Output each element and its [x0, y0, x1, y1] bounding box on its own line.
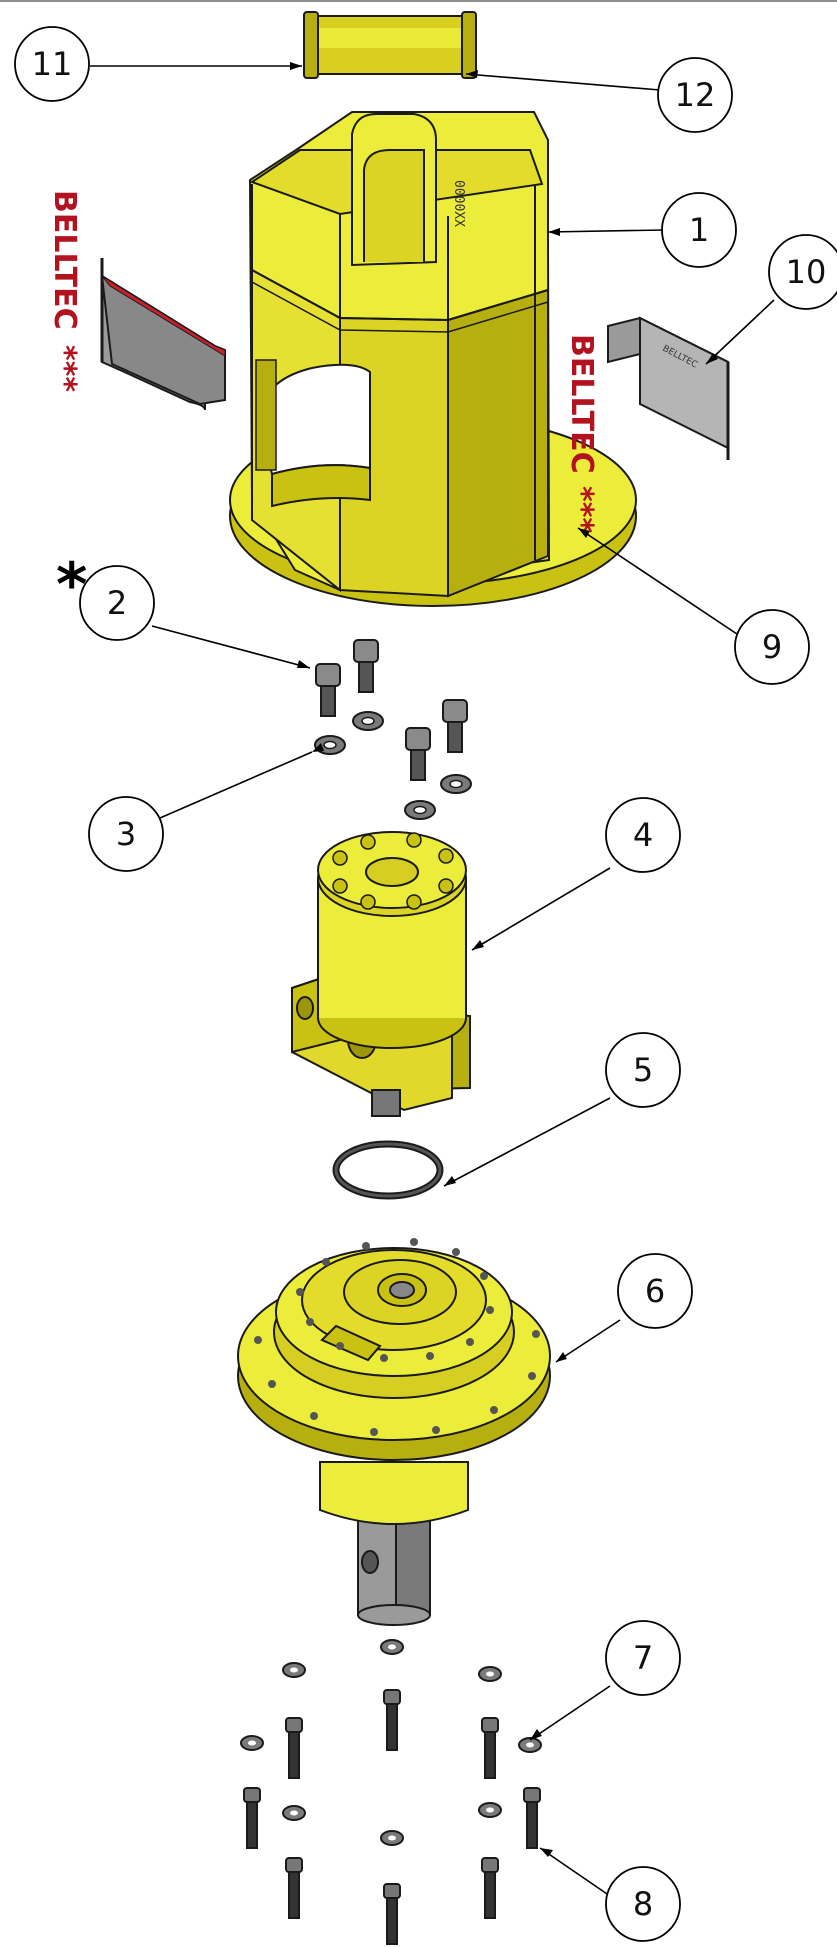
leader-8	[539, 1847, 611, 1897]
brand-decal-left-text: BELLTEC	[47, 190, 82, 330]
gear-reducer	[237, 1238, 551, 1626]
callout-circle-2	[79, 565, 155, 641]
leader-9	[577, 527, 741, 637]
leader-5	[443, 1097, 611, 1187]
callout-circle-3	[88, 796, 164, 872]
callout-circle-12	[657, 57, 733, 133]
callout-11: 11	[14, 26, 90, 102]
callout-bubbles: 11 12 1 10 2 9 3 4 5 6 7 8	[14, 26, 837, 1942]
leader-7	[529, 1685, 611, 1741]
callout-circle-6	[617, 1253, 693, 1329]
side-plate-right: BELLTEC	[607, 316, 730, 460]
callout-number-7: 7	[633, 1639, 653, 1677]
callout-8: 8	[605, 1866, 681, 1942]
callout-circle-8	[605, 1866, 681, 1942]
leader-arrowheads	[290, 62, 718, 1857]
housing-part: 0000XX	[229, 111, 637, 607]
callout-number-1: 1	[689, 211, 709, 249]
callout-number-3: 3	[116, 815, 136, 853]
leader-1	[547, 229, 665, 233]
hydraulic-motor	[291, 831, 471, 1117]
callout-circle-11	[14, 26, 90, 102]
side-plate-left	[100, 258, 226, 411]
leader-3	[159, 751, 313, 819]
o-ring	[332, 1140, 444, 1200]
callout-number-2: 2	[107, 584, 127, 622]
leader-6	[555, 1319, 621, 1363]
callout-3: 3	[88, 796, 164, 872]
bottom-washers	[240, 1639, 542, 1846]
callout-number-4: 4	[633, 816, 653, 854]
leader-12	[465, 73, 661, 91]
brand-decal-left: BELLTEC ***	[47, 190, 82, 392]
housing-serial-mark: 0000XX	[451, 180, 466, 227]
brand-decal-left-emblem: ***	[47, 345, 82, 392]
leader-2	[151, 625, 311, 669]
callout-circle-4	[605, 797, 681, 873]
callout-1: 1	[661, 192, 737, 268]
callout-number-8: 8	[633, 1885, 653, 1923]
callout-2: 2	[79, 565, 155, 641]
callout-number-9: 9	[762, 628, 782, 666]
callout-number-11: 11	[32, 45, 73, 83]
brand-decal-right-text: BELLTEC	[564, 334, 599, 474]
brand-decal-right-emblem: ***	[564, 486, 599, 533]
callout-circle-7	[605, 1620, 681, 1696]
asterisk-note-mark: *	[56, 550, 87, 620]
leader-10	[705, 299, 775, 365]
callout-number-10: 10	[786, 253, 827, 291]
leader-lines	[90, 65, 775, 1897]
brand-decal-right: BELLTEC ***	[564, 334, 599, 533]
callout-5: 5	[605, 1032, 681, 1108]
callout-number-5: 5	[633, 1051, 653, 1089]
callout-12: 12	[657, 57, 733, 133]
callout-circle-9	[734, 609, 810, 685]
callout-circle-1	[661, 192, 737, 268]
callout-circle-5	[605, 1032, 681, 1108]
callout-9: 9	[734, 609, 810, 685]
callout-4: 4	[605, 797, 681, 873]
callout-number-12: 12	[675, 76, 716, 114]
callout-number-6: 6	[645, 1272, 665, 1310]
callout-10: 10	[768, 234, 837, 310]
callout-circle-10	[768, 234, 837, 310]
pin-part	[303, 11, 477, 79]
callout-7: 7	[605, 1620, 681, 1696]
bottom-bolts	[243, 1689, 541, 1945]
motor-bolts	[315, 639, 468, 781]
motor-washers	[314, 711, 472, 820]
callout-6: 6	[617, 1253, 693, 1329]
leader-4	[471, 867, 611, 951]
